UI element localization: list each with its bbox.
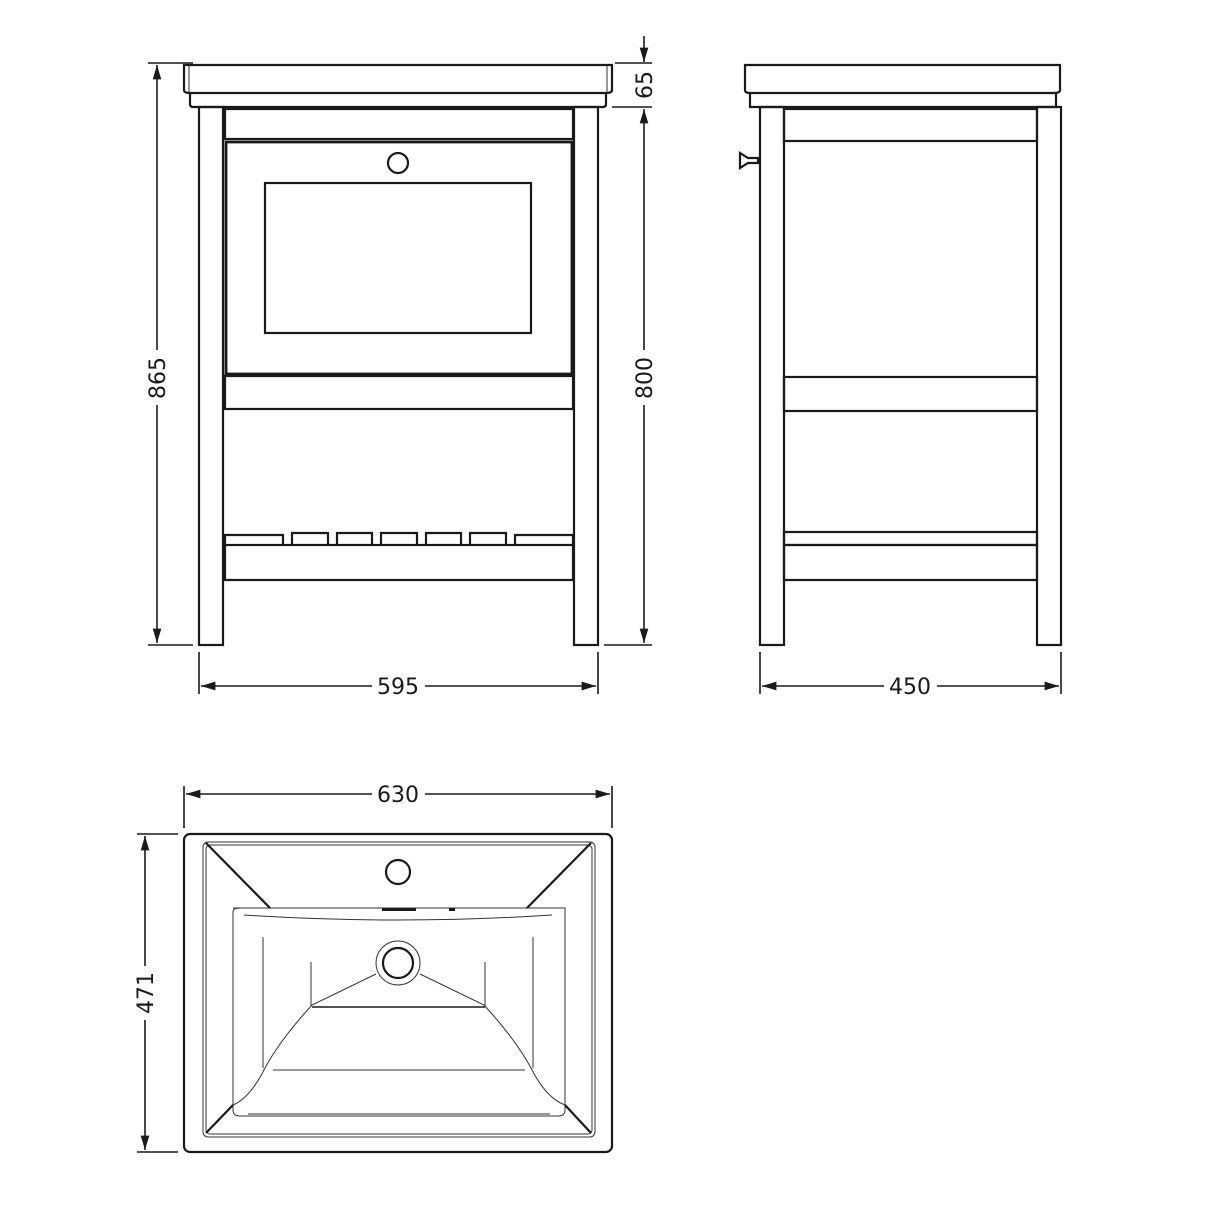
bowl-rim — [232, 907, 566, 1117]
dimension-630: 630 — [183, 783, 613, 828]
drawer-panel — [263, 181, 533, 335]
dimension-450: 450 — [759, 652, 1062, 700]
back-leg — [1035, 105, 1063, 647]
waste-outer — [375, 940, 421, 986]
waste-inner — [381, 946, 415, 980]
shelf-slats — [223, 531, 575, 582]
dimension-65: 65 — [612, 36, 658, 108]
dim-label-595: 595 — [377, 675, 419, 700]
dim-label-471: 471 — [134, 972, 159, 1014]
bottom-rail — [223, 374, 575, 411]
basin-lip — [188, 93, 608, 109]
dimension-800: 800 — [604, 109, 658, 646]
drawer-front — [224, 140, 574, 376]
dim-label-65: 65 — [633, 71, 658, 99]
left-leg — [197, 105, 225, 647]
dim-label-450: 450 — [889, 675, 931, 700]
dim-label-630: 630 — [377, 783, 419, 808]
right-leg — [572, 105, 600, 647]
plan-view: 630 471 — [134, 783, 614, 1154]
dimension-471: 471 — [134, 833, 178, 1153]
knob-side — [738, 151, 760, 170]
tap-hole — [384, 858, 412, 886]
dimension-865: 865 — [146, 62, 193, 646]
basin-side — [743, 63, 1062, 95]
dim-label-865: 865 — [146, 357, 171, 399]
drawer-knob — [386, 151, 410, 175]
side-view: 450 — [738, 63, 1063, 700]
front-view: 865 65 800 595 — [146, 36, 658, 700]
top-rail — [223, 107, 575, 141]
dim-label-800: 800 — [633, 357, 658, 399]
dimension-595: 595 — [198, 652, 599, 700]
basin-front — [182, 63, 614, 95]
front-leg — [758, 105, 786, 647]
basin-outline — [182, 832, 614, 1154]
